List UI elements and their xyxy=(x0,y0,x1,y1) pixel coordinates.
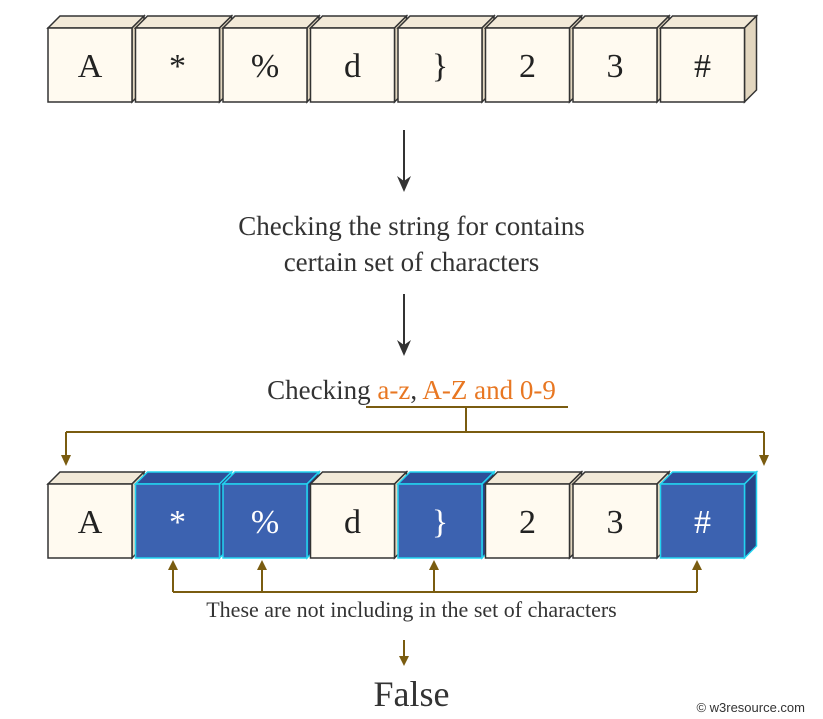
copyright-credit: © w3resource.com xyxy=(696,700,805,715)
checked-char-cube-7: # xyxy=(658,470,759,560)
checked-char-cube-2-char: % xyxy=(251,504,279,541)
input-char-cube-7-char: # xyxy=(694,48,711,85)
checked-char-cube-4: } xyxy=(396,470,496,560)
exclusion-arrowheads xyxy=(168,560,702,570)
input-char-cube-2-char: % xyxy=(251,48,279,85)
checked-char-cube-1-char: * xyxy=(169,504,186,541)
checked-char-cube-6-char: 3 xyxy=(607,504,624,541)
range-check-prefix: Checking xyxy=(267,375,378,405)
input-char-cube-1-char: * xyxy=(169,48,186,85)
step-check-description: Checking the string for contains certain… xyxy=(0,208,823,280)
input-char-cube-3: d xyxy=(308,14,409,104)
input-char-cube-0-char: A xyxy=(78,48,103,85)
checked-string-row: A *% d} 2 3 # xyxy=(46,470,759,560)
checked-char-cube-0-char: A xyxy=(78,504,103,541)
step-check-line-1: Checking the string for contains xyxy=(238,211,585,241)
range-uppercase-digits: A-Z and 0-9 xyxy=(422,375,556,405)
input-char-cube-4-char: } xyxy=(432,48,448,85)
input-string-row: A *% d} 2 3 # xyxy=(46,14,759,104)
input-char-cube-2: % xyxy=(221,14,321,104)
checked-char-cube-6: 3 xyxy=(571,470,671,560)
range-lowercase: a-z xyxy=(377,375,411,405)
input-char-cube-6-char: 3 xyxy=(607,48,624,85)
bracket-arrow-left xyxy=(61,455,71,466)
checked-char-cube-3: d xyxy=(308,470,409,560)
down-arrow-1 xyxy=(397,130,411,192)
input-char-cube-5: 2 xyxy=(483,14,584,104)
checked-char-cube-4-char: } xyxy=(432,504,448,541)
input-char-cube-1: * xyxy=(133,14,234,104)
input-char-cube-7: # xyxy=(658,14,759,104)
range-check-label: Checking a-z, A-Z and 0-9 xyxy=(0,372,823,408)
bracket-arrow-right xyxy=(759,455,769,466)
checked-char-cube-2: % xyxy=(221,470,321,560)
input-char-cube-3-char: d xyxy=(344,48,361,85)
result-value: False xyxy=(373,674,450,714)
checked-char-cube-3-char: d xyxy=(344,504,361,541)
exclusion-bracket xyxy=(172,566,698,593)
checked-char-cube-5: 2 xyxy=(483,470,584,560)
input-char-cube-5-char: 2 xyxy=(519,48,536,85)
range-separator: , xyxy=(410,375,423,405)
checked-char-cube-1: * xyxy=(133,470,234,560)
range-bracket xyxy=(65,406,765,459)
input-char-cube-4: } xyxy=(396,14,496,104)
input-char-cube-6: 3 xyxy=(571,14,671,104)
checked-char-cube-0: A xyxy=(46,470,146,560)
input-char-cube-0: A xyxy=(46,14,146,104)
down-arrow-2 xyxy=(397,294,411,356)
exclusion-note: These are not including in the set of ch… xyxy=(206,597,617,622)
down-arrow-result xyxy=(399,640,409,666)
checked-char-cube-7-char: # xyxy=(694,504,711,541)
step-check-line-2: certain set of characters xyxy=(283,247,540,277)
checked-char-cube-5-char: 2 xyxy=(519,504,536,541)
